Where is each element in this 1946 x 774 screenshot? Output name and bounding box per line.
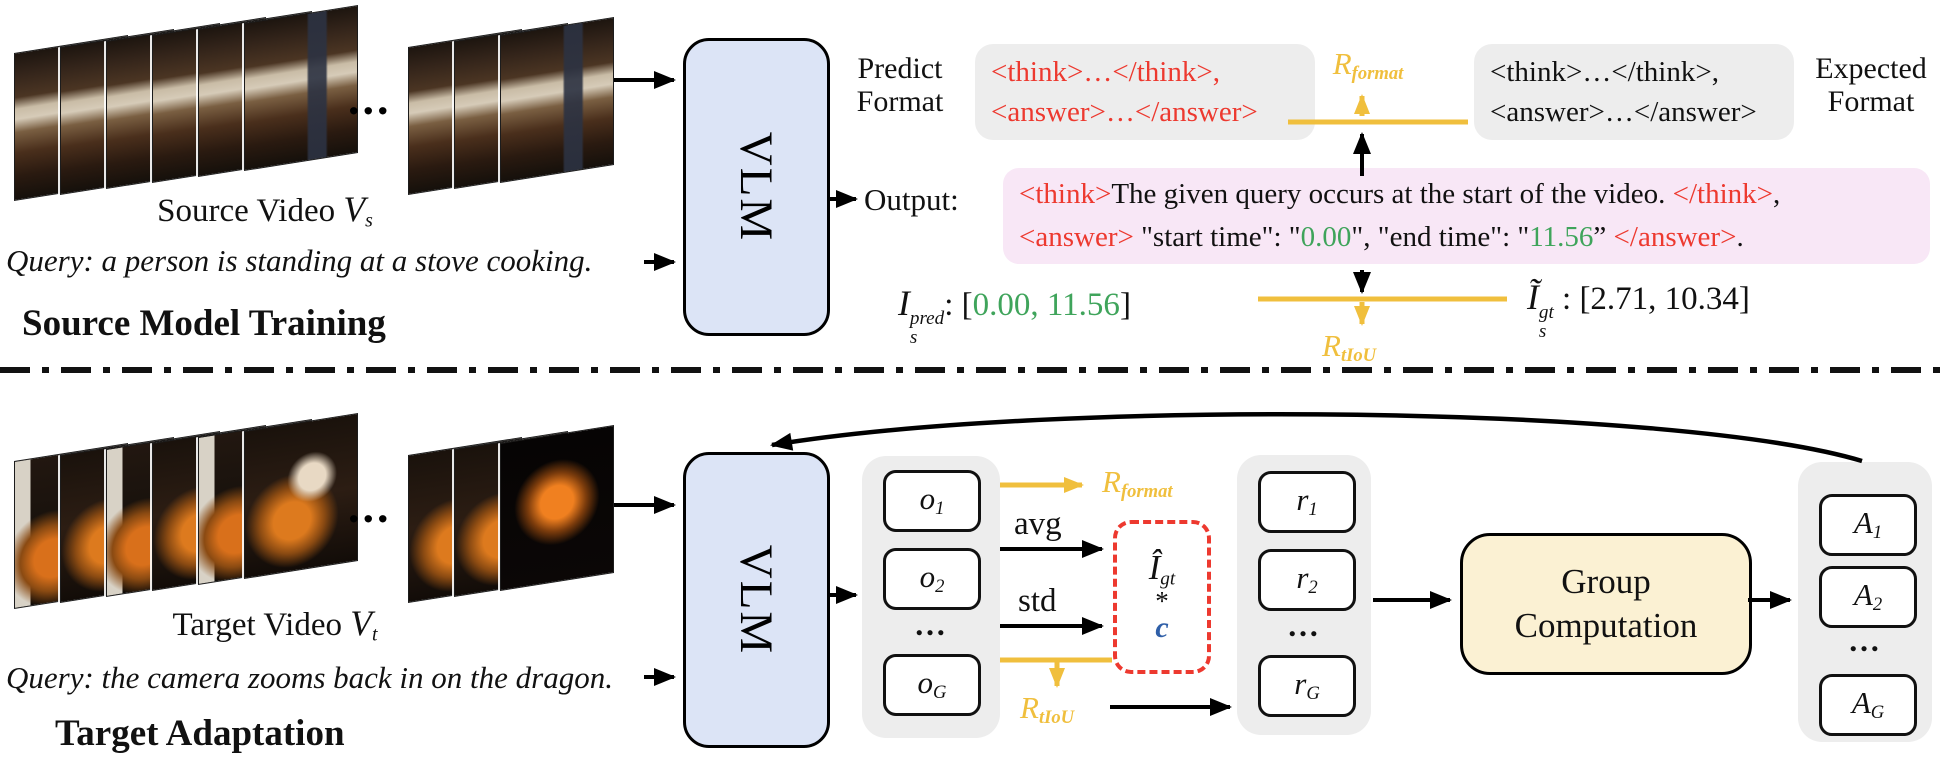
source-video-label: Source Video Vs xyxy=(157,189,373,232)
column-ellipsis: … xyxy=(914,606,948,642)
vlm-label: VLM xyxy=(730,544,783,656)
rollout-o2-box: o2 xyxy=(883,548,981,610)
vlm-box-source: VLM xyxy=(683,38,830,336)
target-section-title: Target Adaptation xyxy=(55,713,345,754)
std-label: std xyxy=(1018,583,1057,619)
advantage-column: A1 A2 … AG xyxy=(1798,462,1932,742)
source-section-title: Source Model Training xyxy=(22,303,386,344)
predict-format-label: Predict Format xyxy=(856,52,944,118)
column-ellipsis: … xyxy=(1848,622,1882,658)
reward-column: r1 r2 … rG xyxy=(1237,455,1371,735)
r-tiou-label-source: RtIoU xyxy=(1322,328,1377,367)
rollout-o1-box: o1 xyxy=(883,470,981,532)
kitchen-scene-frame xyxy=(500,16,614,184)
rollout-oG-box: oG xyxy=(883,654,981,716)
group-computation-box: Group Computation xyxy=(1460,533,1752,675)
jack-o-lantern-frame xyxy=(500,424,614,592)
reward-rG-box: rG xyxy=(1258,655,1356,717)
section-divider xyxy=(0,367,1946,373)
output-line-2: <answer> "start time": "0.00", "end time… xyxy=(1019,221,1744,253)
advantage-a1-box: A1 xyxy=(1819,494,1917,556)
expected-format-box: <think>…</think>, <answer>…</answer> xyxy=(1474,44,1794,140)
arrow-advantages-feedback-to-vlm xyxy=(770,411,1863,464)
predict-format-box: <think>…</think>, <answer>…</answer> xyxy=(975,44,1315,140)
source-query-text: Query: a person is standing at a stove c… xyxy=(6,243,593,278)
reward-r1-box: r1 xyxy=(1258,471,1356,533)
pseudo-gt-box: Îgt * c xyxy=(1113,520,1211,674)
column-ellipsis: … xyxy=(1287,607,1321,643)
reward-r2-box: r2 xyxy=(1258,549,1356,611)
pumpkin-scene-frame xyxy=(244,412,358,580)
vlm-label: VLM xyxy=(730,131,783,243)
kitchen-scene-frame xyxy=(244,4,358,172)
target-query-text: Query: the camera zooms back in on the d… xyxy=(6,660,613,695)
expected-format-label: Expected Format xyxy=(1815,52,1927,118)
avg-label: avg xyxy=(1014,506,1062,542)
advantage-aG-box: AG xyxy=(1819,674,1917,736)
model-output-box: <think>The given query occurs at the sta… xyxy=(1003,168,1930,264)
vlm-box-target: VLM xyxy=(683,452,830,748)
output-line-1: <think>The given query occurs at the sta… xyxy=(1019,178,1781,210)
r-format-label-target: Rformat xyxy=(1102,464,1173,503)
frames-ellipsis: ... xyxy=(348,481,392,532)
r-tiou-label-target: RtIoU xyxy=(1020,690,1075,729)
frames-ellipsis: ... xyxy=(348,73,392,124)
advantage-a2-box: A2 xyxy=(1819,566,1917,628)
r-format-label-source: Rformat xyxy=(1332,46,1404,85)
output-label: Output: xyxy=(864,182,959,217)
rollout-column: o1 o2 … oG xyxy=(862,456,1000,738)
target-video-label: Target Video Vt xyxy=(172,603,378,646)
